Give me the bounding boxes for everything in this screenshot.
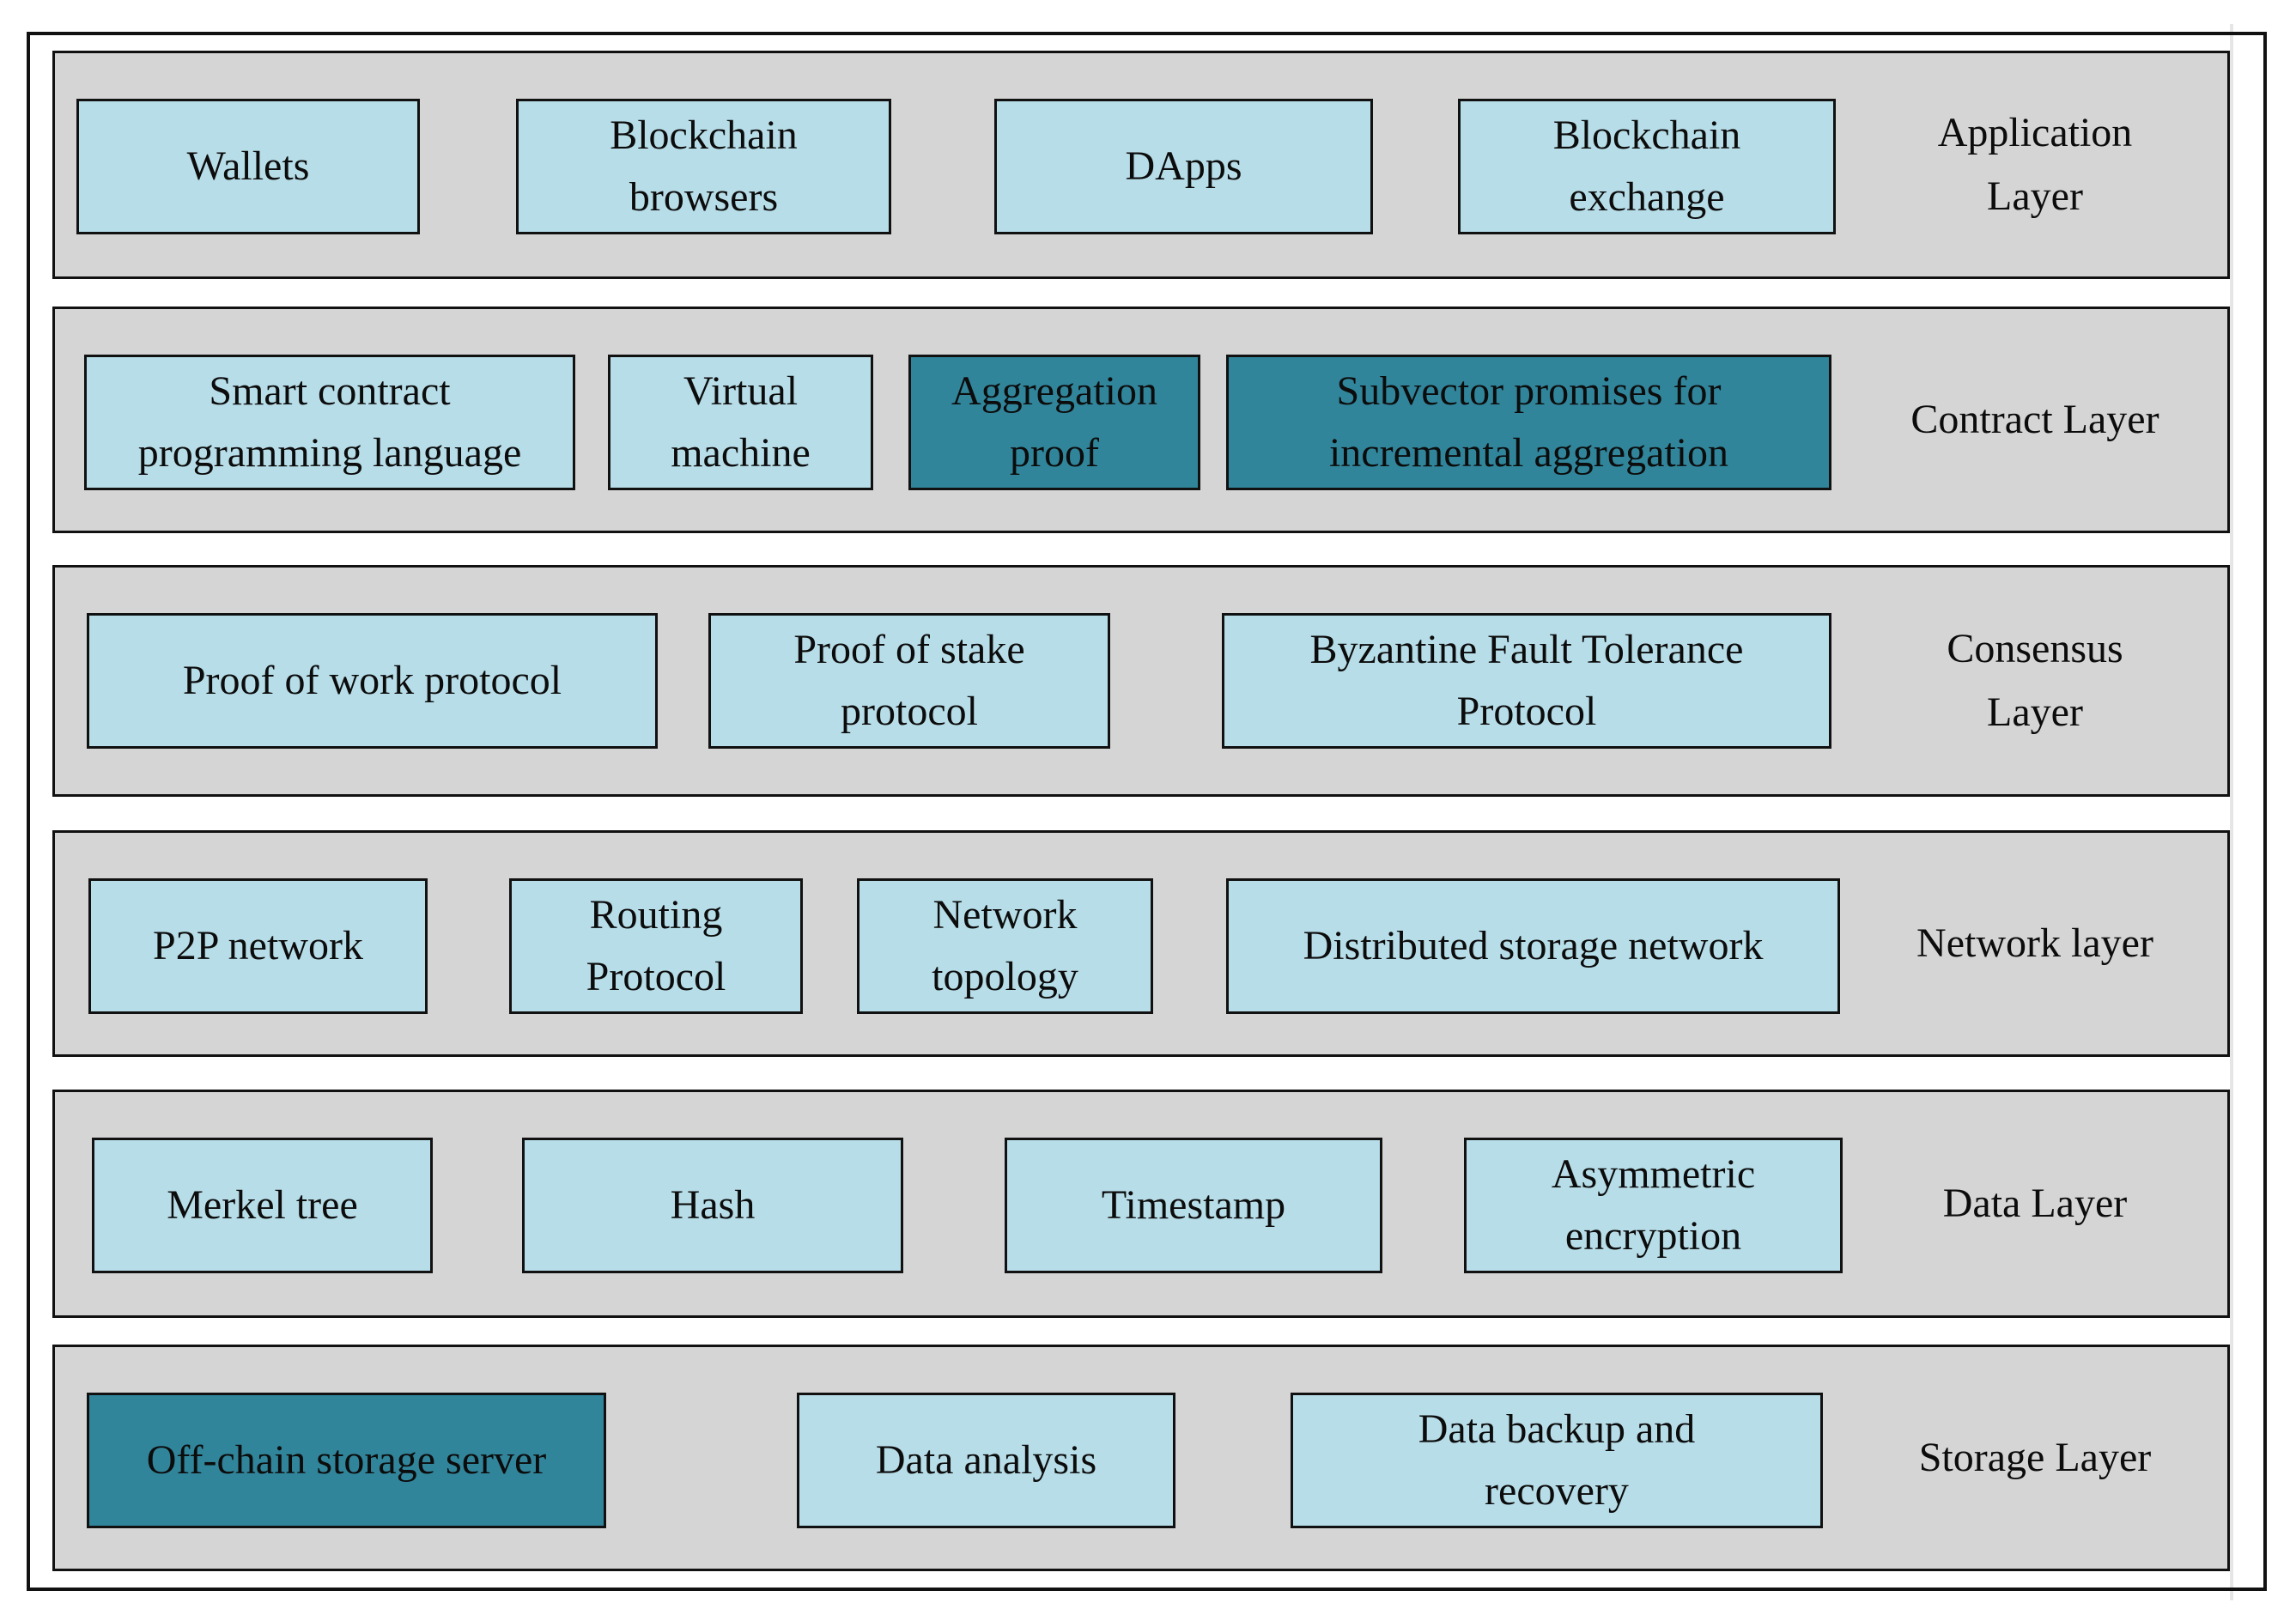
box-dapps: DApps [994, 99, 1373, 234]
layer-band-consensus: Proof of work protocol Proof of stake pr… [52, 565, 2230, 797]
box-network-topology: Network topology [857, 878, 1153, 1014]
layer-band-application: Wallets Blockchain browsers DApps Blockc… [52, 51, 2230, 279]
box-data-analysis: Data analysis [797, 1393, 1175, 1528]
layer-label-storage: Storage Layer [1918, 1434, 2152, 1480]
box-merkel-tree: Merkel tree [92, 1138, 433, 1273]
box-asymmetric-encryption: Asymmetric encryption [1464, 1138, 1843, 1273]
box-virtual-machine: Virtual machine [608, 355, 873, 490]
box-proof-of-stake: Proof of stake protocol [708, 613, 1110, 749]
layer-label-contract: Contract Layer [1910, 396, 2159, 442]
layer-label-network: Network layer [1916, 920, 2153, 966]
box-hash: Hash [522, 1138, 903, 1273]
box-p2p-network: P2P network [88, 878, 428, 1014]
layer-label-data: Data Layer [1942, 1180, 2128, 1226]
box-routing-protocol: Routing Protocol [509, 878, 803, 1014]
diagram-frame: Wallets Blockchain browsers DApps Blockc… [27, 32, 2267, 1591]
layer-band-contract: Smart contract programming language Virt… [52, 307, 2230, 533]
page-gutter-line [2230, 24, 2233, 1600]
box-byzantine-fault-tolerance: Byzantine Fault Tolerance Protocol [1222, 613, 1831, 749]
layer-band-network: P2P network Routing Protocol Network top… [52, 830, 2230, 1057]
layer-band-storage: Off-chain storage server Data analysis D… [52, 1345, 2230, 1571]
layer-label-consensus: Consensus Layer [1947, 625, 2123, 735]
box-proof-of-work: Proof of work protocol [87, 613, 658, 749]
box-aggregation-proof: Aggregation proof [908, 355, 1200, 490]
box-blockchain-exchange: Blockchain exchange [1458, 99, 1836, 234]
layer-band-data: Merkel tree Hash Timestamp Asymmetric en… [52, 1090, 2230, 1318]
box-subvector-promises: Subvector promises for incremental aggre… [1226, 355, 1831, 490]
box-smart-contract-programming-language: Smart contract programming language [84, 355, 575, 490]
box-wallets: Wallets [76, 99, 420, 234]
box-data-backup-recovery: Data backup and recovery [1291, 1393, 1823, 1528]
layer-label-application: Application Layer [1937, 109, 2133, 219]
box-blockchain-browsers: Blockchain browsers [516, 99, 891, 234]
box-timestamp: Timestamp [1005, 1138, 1382, 1273]
box-distributed-storage-network: Distributed storage network [1226, 878, 1840, 1014]
box-off-chain-storage-server: Off-chain storage server [87, 1393, 606, 1528]
